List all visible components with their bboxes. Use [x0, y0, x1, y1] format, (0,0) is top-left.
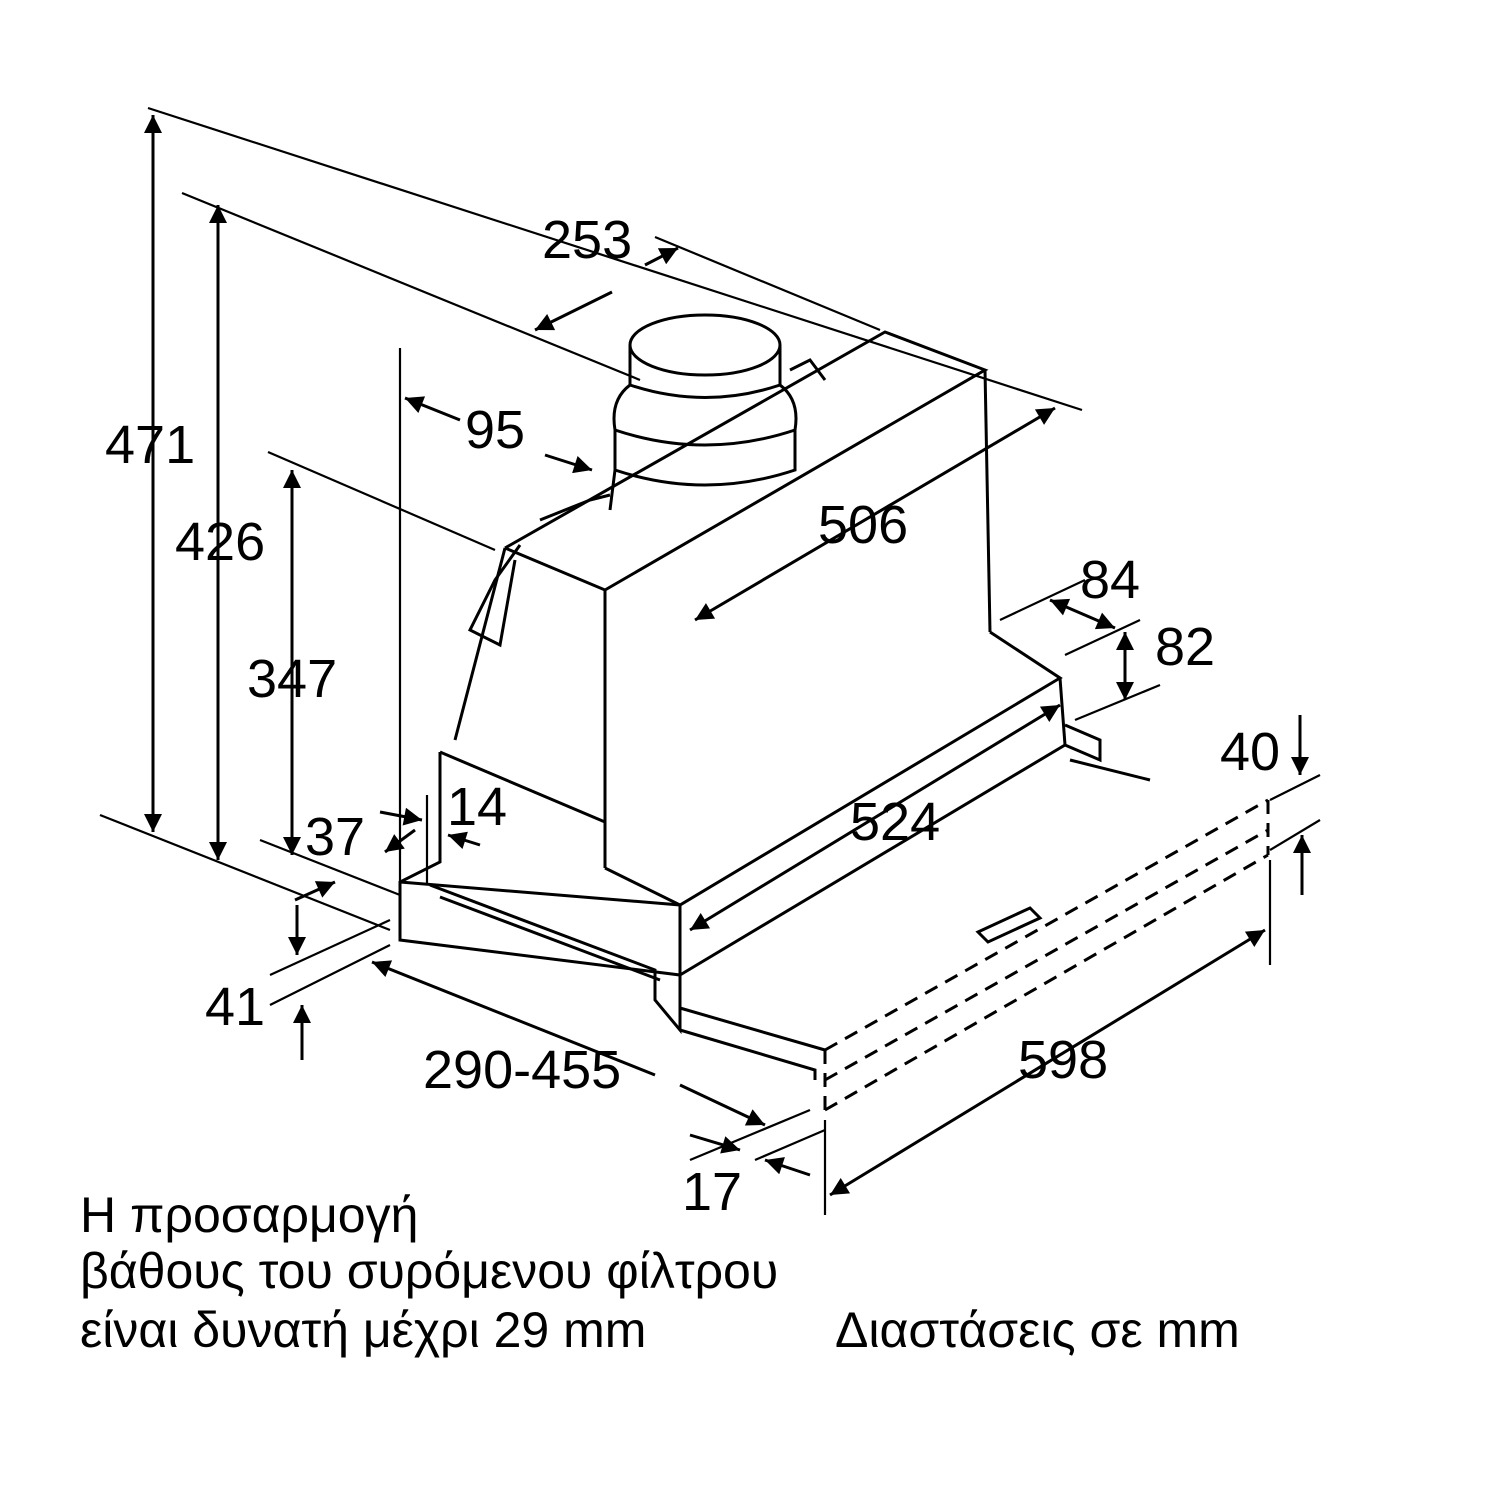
- note-line-1: Η προσαρμογή: [80, 1187, 418, 1243]
- dimension-labels: 471 426 347 253 95 506 84 82 40 524 37 1…: [105, 210, 1280, 1222]
- dim-14: 14: [447, 777, 507, 837]
- dim-17: 17: [682, 1162, 742, 1222]
- dim-40: 40: [1220, 722, 1280, 782]
- dim-524: 524: [850, 792, 940, 852]
- dim-253: 253: [542, 210, 632, 270]
- dim-471: 471: [105, 415, 195, 475]
- hood-outline: [398, 313, 1270, 1112]
- dim-598: 598: [1018, 1030, 1108, 1090]
- dim-347: 347: [247, 649, 337, 709]
- dimension-lines: [144, 115, 1311, 1197]
- note-line-3: είναι δυνατή μέχρι 29 mm: [80, 1302, 646, 1358]
- note-line-2: βάθους του συρόμενου φίλτρου: [80, 1243, 778, 1299]
- dim-41: 41: [205, 977, 265, 1037]
- dim-506: 506: [818, 495, 908, 555]
- dim-37: 37: [305, 807, 365, 867]
- dim-290-455: 290-455: [423, 1040, 621, 1100]
- notes: Η προσαρμογή βάθους του συρόμενου φίλτρο…: [80, 1187, 1240, 1358]
- dim-95: 95: [465, 400, 525, 460]
- dim-82: 82: [1155, 617, 1215, 677]
- dim-426: 426: [175, 512, 265, 572]
- dim-84: 84: [1080, 550, 1140, 610]
- extension-lines: [99, 106, 1321, 1215]
- units-note: Διαστάσεις σε mm: [835, 1302, 1240, 1358]
